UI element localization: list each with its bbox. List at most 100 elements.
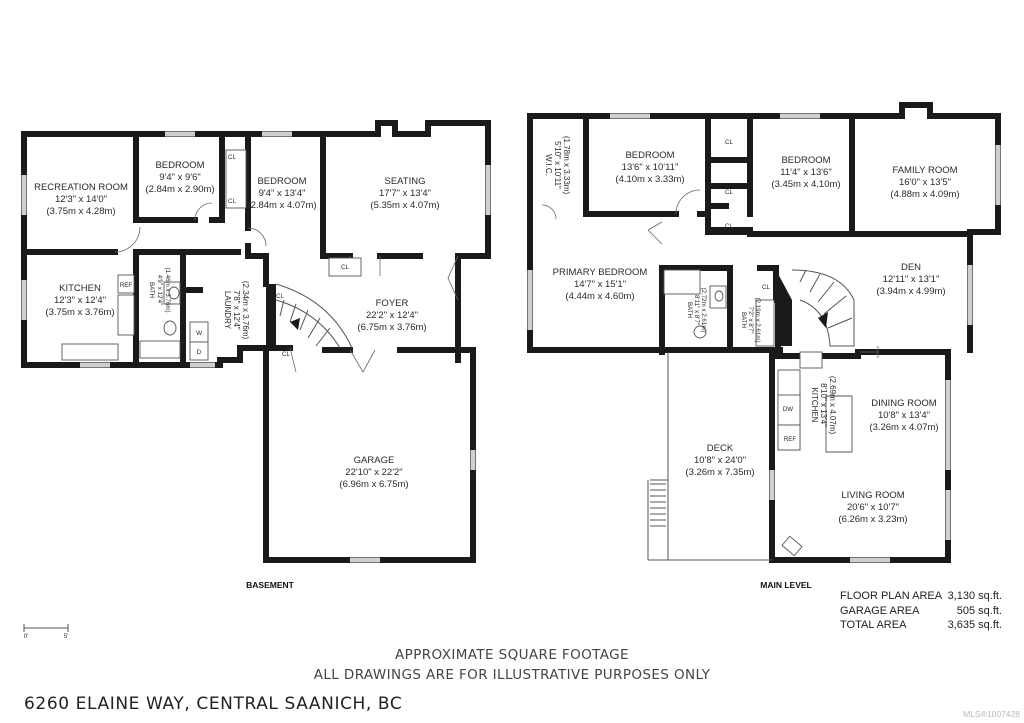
scale-end: 5' — [64, 633, 69, 640]
room-dim-metric: (4.44m x 4.60m) — [565, 291, 634, 302]
closet-label: CL — [725, 139, 733, 146]
dishwasher-label: DW — [783, 406, 793, 413]
room-dim-metric: (3.75m x 3.76m) — [45, 307, 114, 318]
room-dim-metric: (6.75m x 3.76m) — [357, 322, 426, 333]
area-value: 3,635 sq.ft. — [947, 619, 1002, 631]
room-name: W.I.C. — [544, 154, 553, 176]
footer-disclaimer: ALL DRAWINGS ARE FOR ILLUSTRATIVE PURPOS… — [313, 667, 711, 683]
room-dim-imperial: 17'7" x 13'4" — [379, 188, 431, 199]
room-dim-imperial: 5'10" x 10'11" — [553, 141, 562, 189]
closet-label: CL — [228, 198, 236, 205]
footer-approx-note: APPROXIMATE SQUARE FOOTAGE — [395, 647, 629, 663]
room-name: PRIMARY BEDROOM — [553, 267, 648, 278]
room-name: BEDROOM — [781, 155, 830, 166]
closet-label: CL — [762, 284, 770, 291]
closet-label: CL — [282, 351, 290, 358]
room-dim-imperial: 9'4" x 13'4" — [259, 188, 306, 199]
room-dim-imperial: 4'9" x 12'4" — [156, 275, 163, 306]
room-dim-imperial: 9'4" x 9'6" — [159, 172, 201, 183]
room-dim-imperial: 11'4" x 13'6" — [780, 167, 831, 178]
level-label-main: MAIN LEVEL — [760, 580, 811, 590]
listing-id: MLS®1007428 — [963, 709, 1020, 719]
room-name: LAUNDRY — [223, 291, 232, 330]
room-name: DINING ROOM — [871, 398, 937, 409]
room-name: BEDROOM — [625, 150, 674, 161]
room-name: FAMILY ROOM — [892, 165, 957, 176]
room-name: GARAGE — [354, 455, 395, 466]
room-dim-metric: (4.10m x 3.33m) — [615, 174, 684, 185]
property-address: 6260 ELAINE WAY, CENTRAL SAANICH, BC — [24, 694, 403, 714]
room-dim-imperial: 8'11" x 8'7" — [693, 295, 700, 325]
fridge-label: REF — [784, 436, 797, 443]
room-dim-metric: (3.94m x 4.99m) — [876, 286, 945, 297]
area-row-garage: GARAGE AREA 505 sq.ft. — [840, 604, 1002, 619]
area-row-total: TOTAL AREA 3,635 sq.ft. — [840, 618, 1002, 633]
room-dim-metric: (2.34m x 3.76m) — [241, 281, 250, 340]
basement-windows — [21, 131, 491, 563]
area-label: FLOOR PLAN AREA — [840, 590, 943, 602]
area-label: GARAGE AREA — [840, 604, 920, 617]
room-dim-metric: (1.46m x 3.76m) — [164, 267, 171, 312]
main-stairs — [776, 269, 855, 347]
main-windows — [527, 113, 1001, 563]
room-dim-imperial: 7'8" x 12'4" — [232, 290, 241, 330]
area-value: 505 sq.ft. — [956, 604, 1002, 617]
main-level-plan — [527, 102, 1001, 563]
room-dim-metric: (6.96m x 6.75m) — [339, 479, 408, 490]
room-dim-imperial: 20'6" x 10'7" — [847, 502, 899, 513]
basement-stairs — [266, 283, 353, 349]
room-dim-imperial: 7'2" x 8'7" — [747, 306, 754, 333]
level-label-basement: BASEMENT — [246, 580, 295, 590]
room-name: LIVING ROOM — [841, 490, 904, 501]
washer-label: W — [196, 330, 202, 337]
closet-label: CL — [276, 293, 284, 300]
scale-start: 0' — [24, 633, 29, 640]
room-dim-imperial: 14'7" x 15'1" — [574, 279, 626, 290]
room-dim-metric: (1.78m x 3.33m) — [562, 136, 571, 195]
room-name: BATH — [148, 282, 155, 298]
room-name: BATH — [740, 312, 747, 328]
room-dim-imperial: 13'6" x 10'11" — [622, 162, 679, 173]
basement-labels: RECREATION ROOM 12'3" x 14'0" (3.75m x 4… — [24, 154, 440, 640]
closet-label: CL — [228, 154, 236, 161]
room-name: RECREATION ROOM — [34, 182, 128, 193]
room-dim-imperial: 22'2" x 12'4" — [366, 310, 418, 321]
room-name: KITCHEN — [810, 387, 819, 422]
main-level-labels: W.I.C. 5'10" x 10'11" (1.78m x 3.33m) BE… — [544, 136, 960, 590]
room-dim-imperial: 12'11" x 13'1" — [883, 274, 940, 285]
room-name: SEATING — [385, 176, 426, 187]
room-dim-metric: (3.26m x 4.07m) — [869, 422, 938, 433]
room-dim-imperial: 12'3" x 12'4" — [54, 295, 106, 306]
room-dim-imperial: 8'10" x 13'4" — [819, 383, 828, 427]
main-fixtures — [663, 269, 853, 453]
area-label: TOTAL AREA — [840, 619, 907, 631]
room-dim-metric: (3.45m x 4.10m) — [771, 179, 840, 190]
room-name: BEDROOM — [257, 176, 306, 187]
room-name: BEDROOM — [155, 160, 204, 171]
room-dim-imperial: 12'3" x 14'0" — [55, 194, 107, 205]
room-dim-metric: (2.69m x 4.07m) — [828, 376, 837, 435]
room-dim-imperial: 10'8" x 13'4" — [878, 410, 930, 421]
room-dim-metric: (2.84m x 4.07m) — [247, 200, 316, 211]
area-value: 3,130 sq.ft. — [947, 590, 1002, 602]
room-dim-metric: (4.88m x 4.09m) — [890, 189, 959, 200]
room-dim-metric: (3.26m x 7.35m) — [685, 467, 754, 478]
room-name: BATH — [686, 302, 693, 318]
closet-label: CL — [725, 189, 733, 196]
room-name: FOYER — [376, 298, 409, 309]
room-dim-metric: (2.19m x 2.61m) — [754, 297, 761, 342]
room-dim-imperial: 22'10" x 22'2" — [345, 467, 402, 478]
room-dim-metric: (6.26m x 3.23m) — [838, 514, 907, 525]
room-dim-metric: (3.75m x 4.28m) — [46, 206, 115, 217]
basement-interior-walls — [21, 131, 461, 368]
main-deck — [647, 352, 803, 561]
fridge-label: REF — [120, 282, 133, 289]
room-dim-imperial: 10'8" x 24'0" — [694, 455, 746, 466]
room-name: DECK — [707, 443, 734, 454]
area-summary: FLOOR PLAN AREA 3,130 sq.ft. GARAGE AREA… — [840, 589, 1002, 633]
room-dim-metric: (2.72m x 2.61m) — [700, 287, 707, 332]
room-name: KITCHEN — [59, 283, 101, 294]
room-dim-imperial: 16'0" x 13'5" — [899, 177, 951, 188]
basement-plan — [21, 120, 491, 632]
